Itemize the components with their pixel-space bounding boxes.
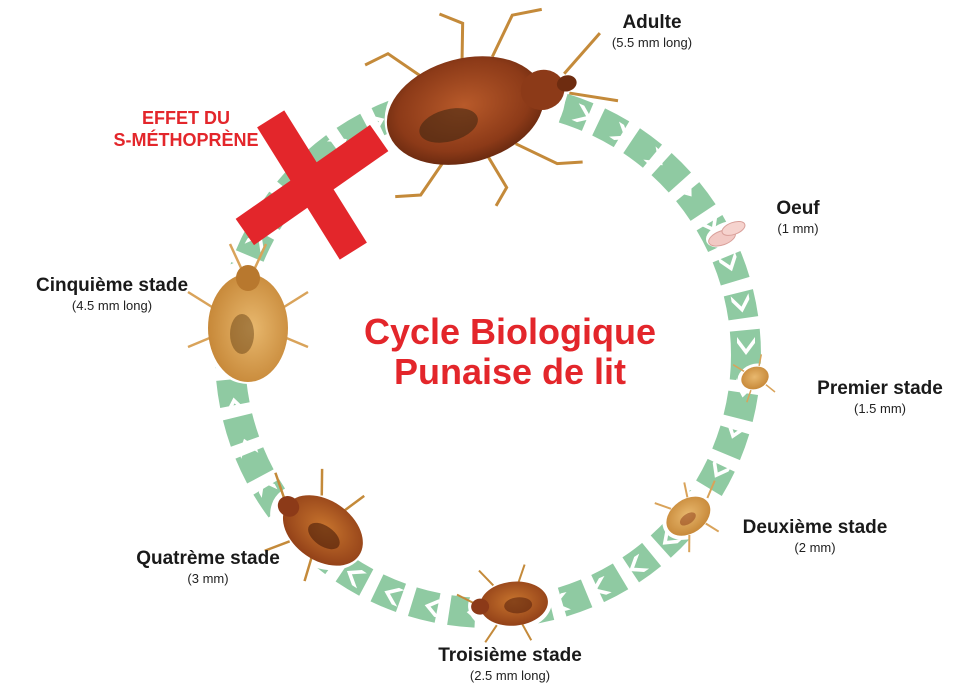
- stage-name: Adulte: [572, 12, 732, 34]
- effect-label-line-2: S-MÉTHOPRÈNE: [86, 129, 286, 151]
- stage-name: Deuxième stade: [715, 517, 915, 539]
- stage-label-quatreme: Quatrème stade (3 mm): [100, 548, 316, 587]
- stage-label-cinquieme: Cinquième stade (4.5 mm long): [4, 275, 220, 314]
- stage-name: Quatrème stade: [100, 548, 316, 570]
- stage-size: (4.5 mm long): [4, 297, 220, 314]
- stage-name: Premier stade: [790, 378, 965, 400]
- stage-label-adulte: Adulte (5.5 mm long): [572, 12, 732, 51]
- stage-name: Troisième stade: [400, 645, 620, 667]
- effect-label: EFFET DU S-MÉTHOPRÈNE: [86, 107, 286, 151]
- diagram-title: Cycle Biologique Punaise de lit: [300, 312, 720, 392]
- title-line-1: Cycle Biologique: [300, 312, 720, 352]
- stage-size: (5.5 mm long): [572, 34, 732, 51]
- stage-name: Cinquième stade: [4, 275, 220, 297]
- stage-label-oeuf: Oeuf (1 mm): [748, 198, 848, 237]
- title-line-2: Punaise de lit: [300, 352, 720, 392]
- stage-size: (1 mm): [748, 220, 848, 237]
- stage-label-troisieme: Troisième stade (2.5 mm long): [400, 645, 620, 684]
- stage-size: (1.5 mm): [790, 400, 965, 417]
- fifth-stage-bug-icon: [188, 244, 308, 384]
- stage-label-deuxieme: Deuxième stade (2 mm): [715, 517, 915, 556]
- stage-size: (2 mm): [715, 539, 915, 556]
- effect-label-line-1: EFFET DU: [86, 107, 286, 129]
- stage-name: Oeuf: [748, 198, 848, 220]
- stage-label-premier: Premier stade (1.5 mm): [790, 378, 965, 417]
- stage-size: (3 mm): [100, 570, 316, 587]
- third-stage-bug-icon: [455, 562, 555, 646]
- stage-size: (2.5 mm long): [400, 667, 620, 684]
